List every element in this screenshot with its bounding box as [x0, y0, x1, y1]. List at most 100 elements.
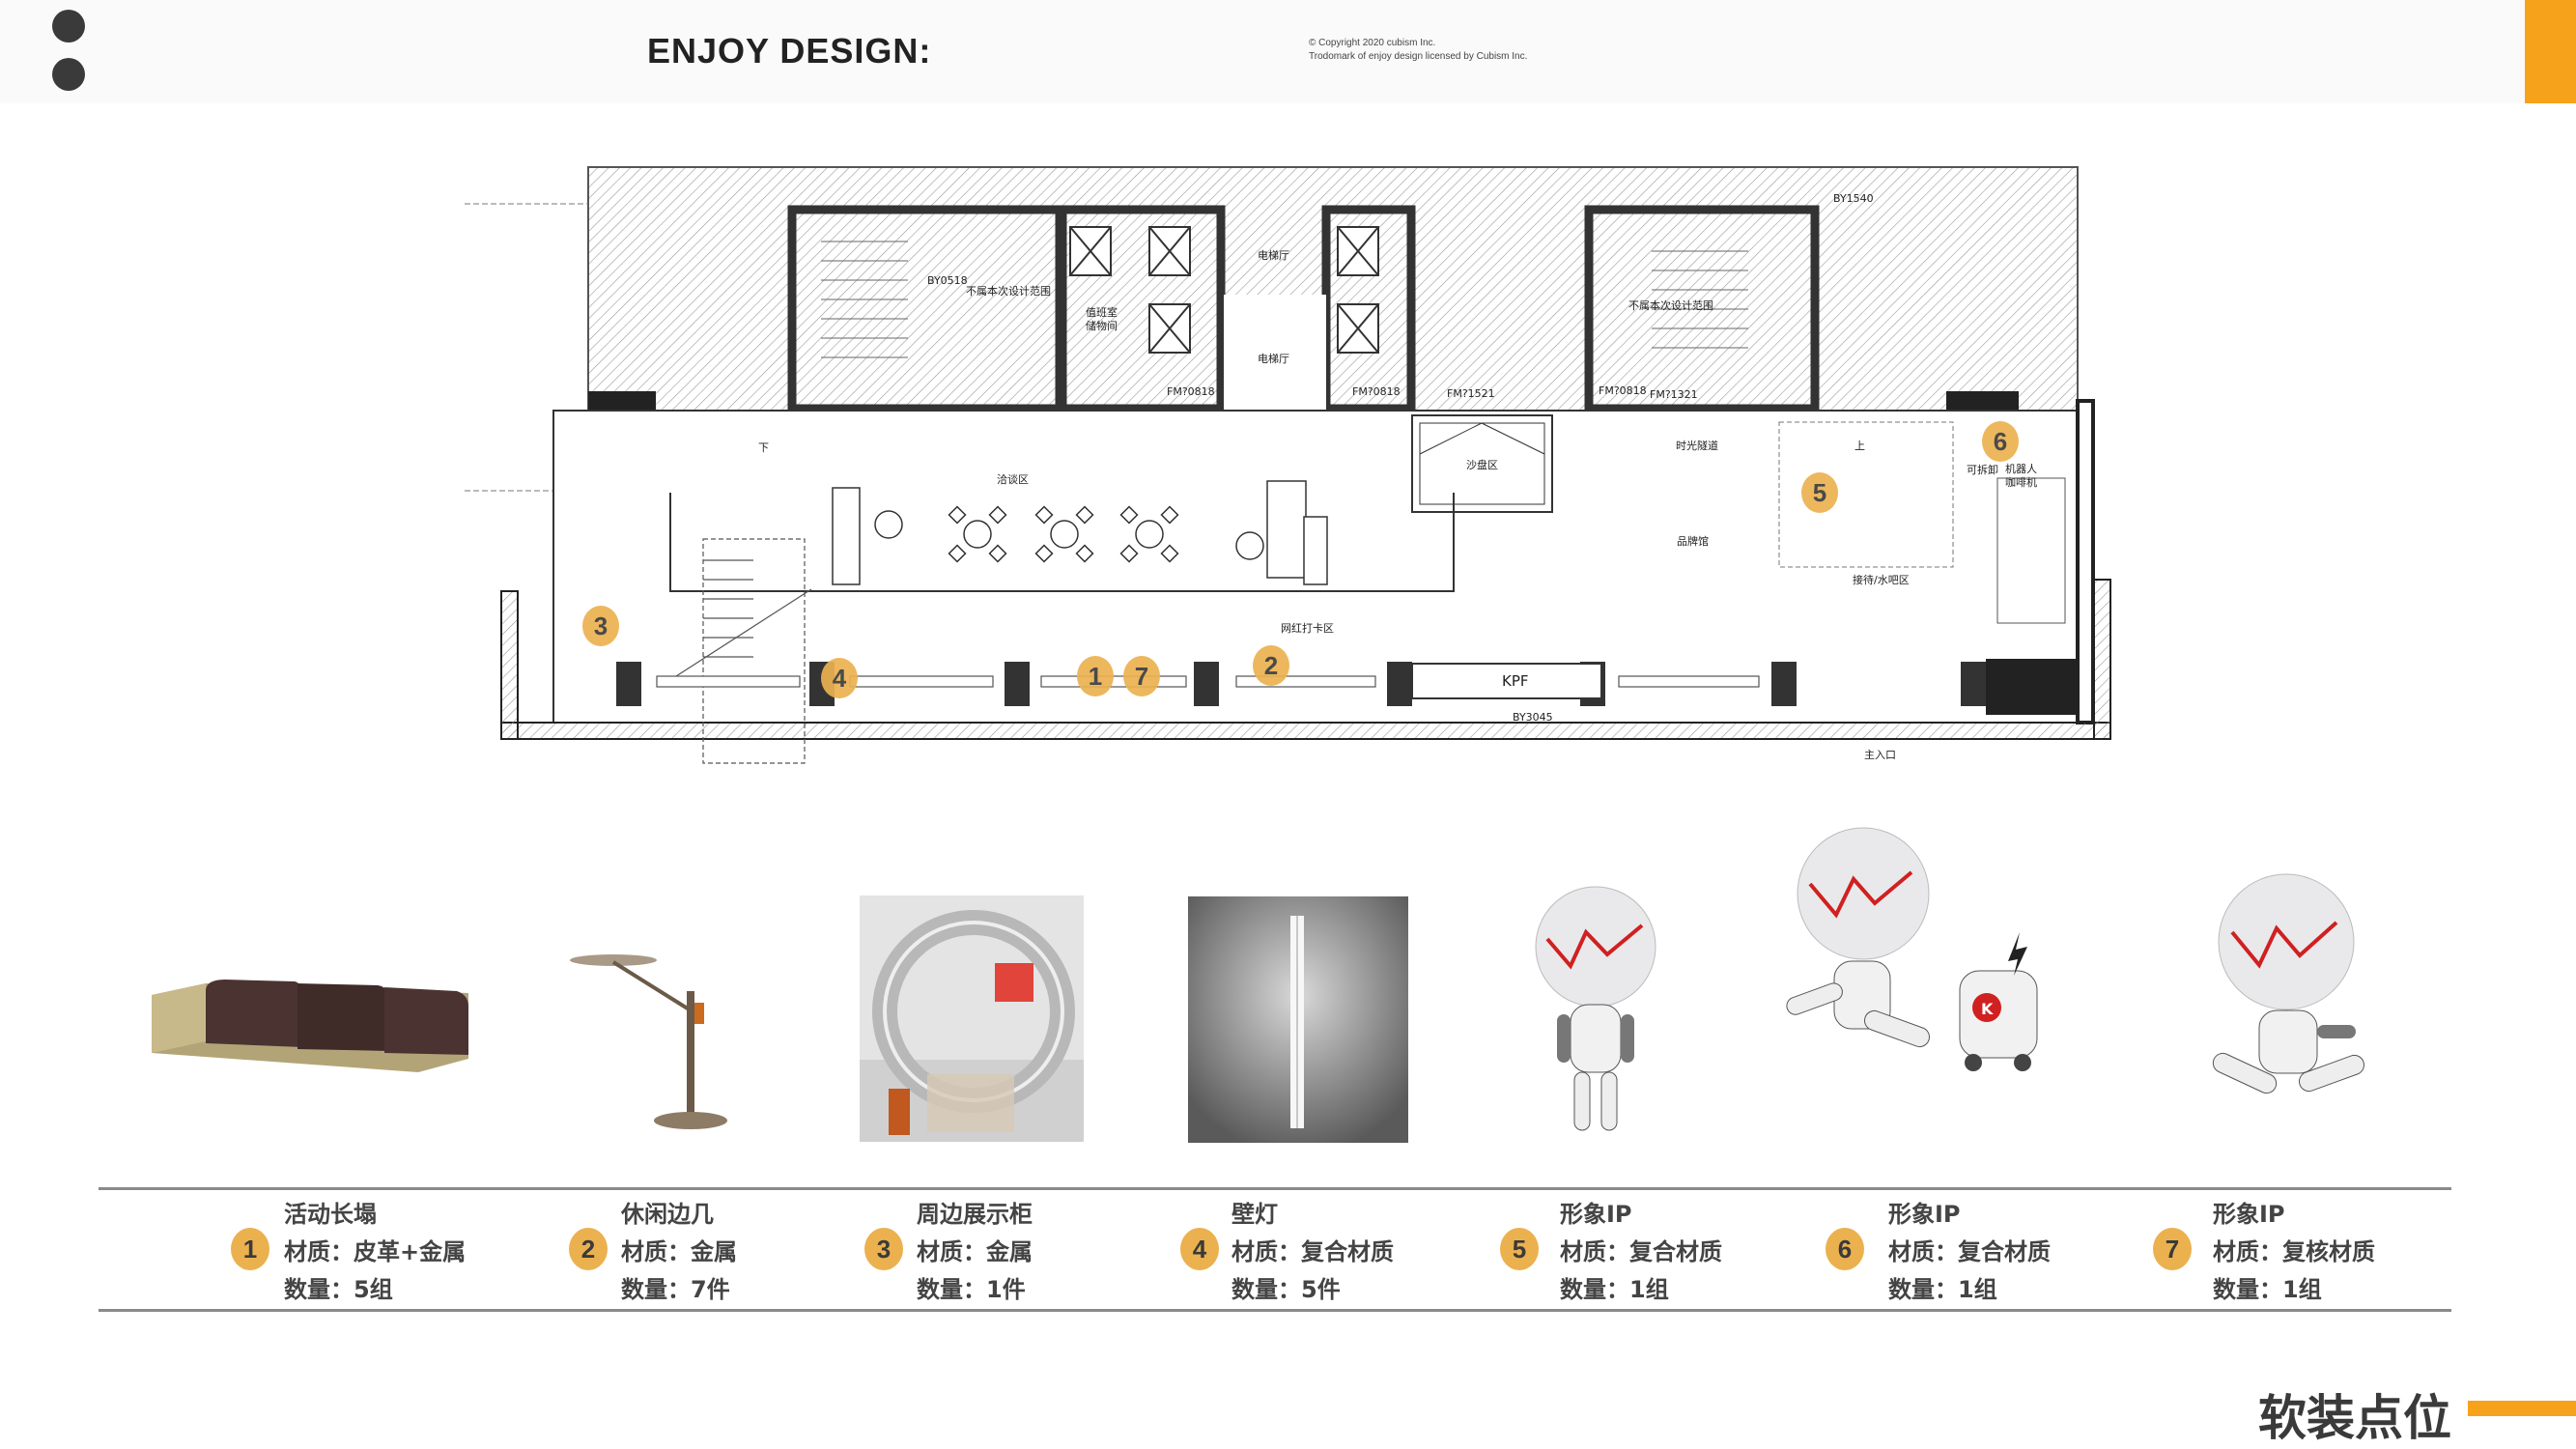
- item-qty: 数量：1组: [1560, 1276, 1669, 1303]
- sofa-image: [152, 980, 468, 1072]
- label-by0518: BY0518: [927, 274, 968, 287]
- plan-marker-3: [582, 606, 619, 646]
- item-material: 材质：复核材质: [2213, 1238, 2375, 1265]
- label-duty-room: 值班室: [1086, 305, 1118, 319]
- label-by1540: BY1540: [1833, 192, 1874, 205]
- title-accent-bar: [2468, 1401, 2576, 1416]
- label-reception: 接待/水吧区: [1853, 573, 1910, 586]
- label-elevator-hall-top: 电梯厅: [1258, 249, 1289, 262]
- item-qty: 数量：5组: [284, 1276, 393, 1303]
- item-material: 材质：复合材质: [1888, 1238, 2051, 1265]
- item-name: 形象IP: [2213, 1201, 2285, 1228]
- label-down: 下: [758, 441, 769, 454]
- round-tables: [832, 480, 1328, 585]
- plan-marker-6: [1982, 421, 2019, 462]
- lobby-stairs: [675, 538, 812, 764]
- label-robot: 机器人: [2005, 462, 2037, 475]
- legend-top-divider: [99, 1187, 2451, 1190]
- robot-ip-figure-sitting: [2212, 873, 2364, 1094]
- logo-dot-top: [52, 10, 85, 43]
- item-material: 材质：金属: [621, 1238, 737, 1265]
- column: [588, 391, 656, 411]
- item-qty: 数量：1组: [1888, 1276, 1997, 1303]
- plan-marker-number: 2: [1264, 651, 1278, 680]
- item-qty: 数量：1组: [2213, 1276, 2322, 1303]
- item-material: 材质：皮革+金属: [284, 1238, 467, 1265]
- label-main-entrance: 主入口: [1864, 749, 1896, 761]
- plan-marker-number: 7: [1135, 662, 1148, 691]
- column: [1946, 391, 2019, 411]
- plan-marker-1: [1077, 656, 1114, 696]
- item-number-badge: 7: [2153, 1228, 2192, 1270]
- label-fm1321: FM?1321: [1650, 388, 1698, 401]
- elevator-hall-floor: [1224, 295, 1326, 411]
- label-time-tunnel: 时光隧道: [1676, 439, 1718, 452]
- label-up: 上: [1854, 440, 1865, 452]
- plan-marker-4: [821, 658, 858, 698]
- item-name: 休闲边几: [621, 1201, 714, 1228]
- item-qty: 数量：5件: [1231, 1276, 1341, 1303]
- coffee-counter: [1996, 477, 2066, 624]
- item-name: 形象IP: [1888, 1201, 1961, 1228]
- item-number-badge: 6: [1826, 1228, 1864, 1270]
- label-removable: 可拆卸: [1967, 463, 1998, 476]
- plan-labels: 洽谈区 电梯厅 电梯厅 网红打卡区 沙盘区 时光隧道 品牌馆 接待/水吧区 可拆…: [758, 192, 2037, 761]
- item-qty: 数量：7件: [621, 1276, 730, 1303]
- robot-ip-figure-group: K: [1786, 827, 2038, 1071]
- label-by3045: BY3045: [1513, 711, 1553, 724]
- label-kpf: KPF: [1502, 672, 1529, 690]
- right-wall: [2076, 399, 2095, 724]
- label-negotiation: 洽谈区: [997, 473, 1029, 486]
- label-fm0818: FM?0818: [1167, 385, 1215, 398]
- plan-marker-number: 3: [594, 611, 608, 640]
- item-name: 形象IP: [1560, 1201, 1632, 1228]
- item-number-badge: 1: [231, 1228, 269, 1270]
- page-title: 软装点位: [2258, 1390, 2451, 1446]
- header-band: [0, 0, 2576, 103]
- item-material: 材质：金属: [917, 1238, 1033, 1265]
- elevator-shafts: [1069, 226, 1379, 354]
- item-material: 材质：复合材质: [1231, 1238, 1394, 1265]
- tunnel-area: [1778, 421, 1954, 568]
- item-qty: 数量：1件: [917, 1276, 1026, 1303]
- item-number-badge: 4: [1180, 1228, 1219, 1270]
- label-storage: 储物间: [1086, 319, 1118, 332]
- label-checkin: 网红打卡区: [1281, 621, 1334, 635]
- legend-bottom-divider: [99, 1309, 2451, 1312]
- sand-table: [1411, 414, 1553, 513]
- plan-marker-7: [1123, 656, 1160, 696]
- robot-badge-k: K: [1981, 1000, 1994, 1018]
- plan-marker-number: 1: [1089, 662, 1102, 691]
- service-block: [1986, 659, 2078, 715]
- stair-treads: [821, 241, 1748, 358]
- logo-dot-bottom: [52, 58, 85, 91]
- label-fm1521: FM?1521: [1447, 387, 1495, 400]
- item-number-badge: 3: [864, 1228, 903, 1270]
- kpf-sign: [1411, 663, 1602, 699]
- item-name: 壁灯: [1231, 1201, 1278, 1228]
- item-material: 材质：复合材质: [1560, 1238, 1722, 1265]
- label-coffee: 咖啡机: [2005, 475, 2037, 489]
- display-cabinet-photo: [860, 895, 1084, 1142]
- label-fm0818: FM?0818: [1599, 384, 1647, 397]
- trademark-line: Trodomark of enjoy design licensed by Cu…: [1309, 51, 1528, 62]
- copyright-line: © Copyright 2020 cubism Inc.: [1309, 38, 1436, 48]
- item-number-badge: 2: [569, 1228, 608, 1270]
- robot-ip-figure-standing: [1535, 886, 1656, 1131]
- facade-strip-left: [500, 590, 519, 740]
- label-out-of-scope: 不属本次设计范围: [966, 284, 1051, 298]
- side-table-image: [570, 954, 727, 1129]
- wall-lamp-photo: [1188, 896, 1408, 1143]
- benches: [656, 675, 1760, 688]
- plan-marker-number: 6: [1994, 427, 2007, 456]
- label-brand-hall: 品牌馆: [1677, 534, 1709, 548]
- brand-title: ENJOY DESIGN:: [647, 31, 932, 71]
- plan-marker-number: 4: [833, 664, 847, 693]
- lounge-partition: [669, 493, 1455, 592]
- label-sand-table: 沙盘区: [1466, 458, 1498, 471]
- copyright-notice: © Copyright 2020 cubism Inc. Trodomark o…: [1309, 37, 1527, 64]
- accent-tab: [2525, 0, 2576, 103]
- label-elevator-hall: 电梯厅: [1258, 353, 1289, 365]
